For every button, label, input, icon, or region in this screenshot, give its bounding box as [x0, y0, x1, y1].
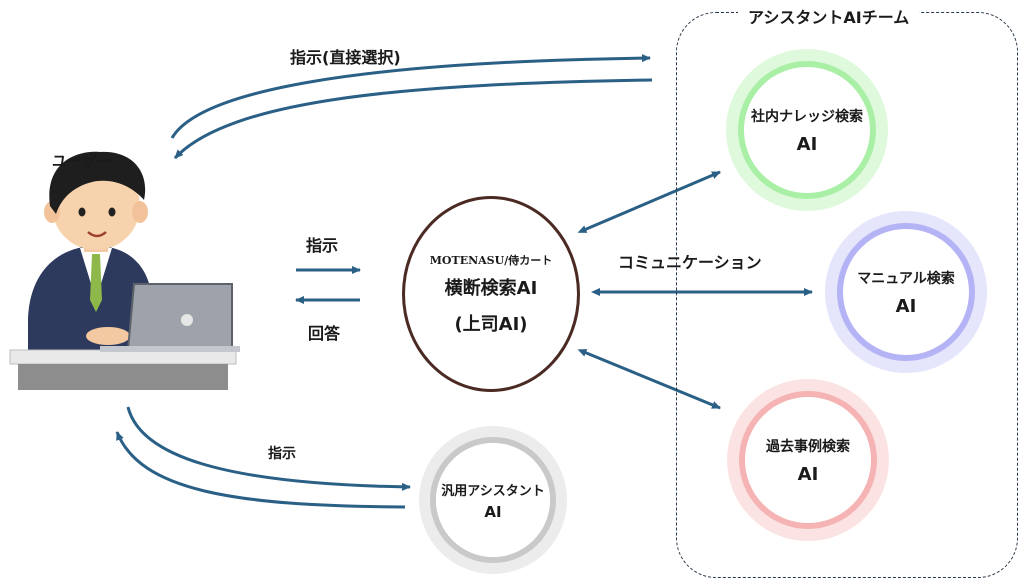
communication-label: コミュニケーション: [618, 253, 762, 272]
general-instruct-label: 指示: [268, 446, 296, 462]
knowledge-node-line1: 社内ナレッジ検索: [751, 108, 863, 125]
manual-glow: [825, 211, 987, 373]
general-assistant-ai-node: 汎用アシスタント AI: [436, 443, 550, 557]
user-illustration: [9, 151, 240, 390]
arrow-direct-instruction: [170, 54, 651, 139]
manual-node-line1: マニュアル検索: [857, 270, 955, 287]
main-search-ai-node: MOTENASU/侍カート 横断検索AI (上司AI): [402, 196, 580, 392]
past-node-line1: 過去事例検索: [766, 438, 850, 455]
main-node-brand: MOTENASU/侍カート: [429, 254, 553, 267]
general-glow: [419, 426, 567, 574]
general-node-line2: AI: [484, 502, 502, 521]
past-case-search-ai-node: 過去事例検索 AI: [746, 398, 870, 522]
arrow-general-instruction: [126, 406, 411, 491]
past-glow: [727, 379, 889, 541]
instruct-label: 指示: [306, 236, 339, 255]
arrow-main-knowledge: [577, 170, 721, 233]
arrow-general-return: [115, 431, 406, 509]
knowledge-node-line2: AI: [796, 133, 818, 155]
manual-node-line2: AI: [895, 295, 917, 317]
main-node-sub: (上司AI): [454, 314, 528, 335]
user-label: ユーザー: [52, 152, 112, 170]
arrow-main-past: [577, 349, 721, 410]
manual-search-ai-node: マニュアル検索 AI: [844, 230, 968, 354]
general-node-line1: 汎用アシスタント: [441, 483, 545, 499]
knowledge-search-ai-node: 社内ナレッジ検索 AI: [745, 68, 869, 192]
assistant-team-title: アシスタントAIチーム: [738, 4, 920, 28]
past-node-line2: AI: [797, 463, 819, 485]
direct-instruction-label: 指示(直接選択): [290, 48, 401, 67]
knowledge-glow: [726, 49, 888, 211]
answer-label: 回答: [308, 324, 341, 343]
arrow-direct-return: [173, 78, 653, 160]
main-node-title: 横断検索AI: [444, 278, 538, 299]
